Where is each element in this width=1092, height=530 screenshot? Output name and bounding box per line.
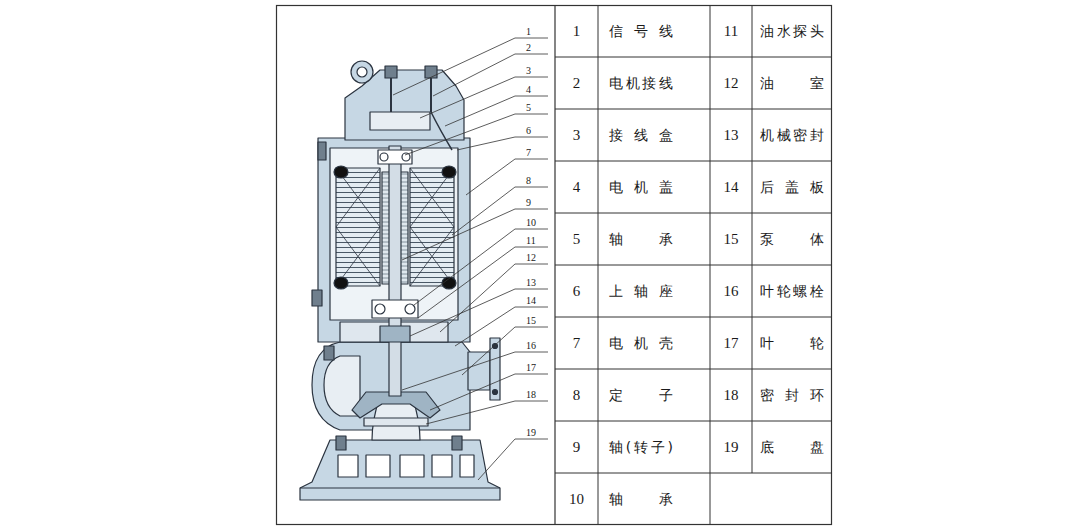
callout-number: 19 [526,427,536,439]
callout-number: 1 [526,26,531,38]
callout-number: 15 [526,315,536,327]
callout-number: 9 [526,197,531,209]
callout-number: 16 [526,340,536,352]
table-number: 8 [555,369,598,421]
table-number: 9 [555,421,598,473]
table-number: 15 [710,213,752,265]
callout-number: 3 [526,65,531,77]
part-name: 电机接线 [609,57,673,109]
table-number: 2 [555,57,598,109]
table-number: 6 [555,265,598,317]
table-number: 19 [710,421,752,473]
table-number: 1 [555,5,598,57]
callout-number: 12 [526,252,536,264]
part-name: 后盖板 [760,161,824,213]
table-number: 5 [555,213,598,265]
callout-number: 7 [526,147,531,159]
part-name: 油室 [760,57,824,109]
part-name: 泵体 [760,213,824,265]
callout-number: 10 [526,217,536,229]
part-name: 定子 [609,369,673,421]
part-name: 接线盒 [609,109,673,161]
part-name: 叶轮 [760,317,824,369]
table-number: 14 [710,161,752,213]
callout-number: 13 [526,277,536,289]
table-number: 3 [555,109,598,161]
table-number: 7 [555,317,598,369]
table-number: 11 [710,5,752,57]
table-number: 17 [710,317,752,369]
callout-number: 2 [526,42,531,54]
table-number: 18 [710,369,752,421]
callout-number: 14 [526,295,536,307]
callout-number: 6 [526,125,531,137]
part-name: 轴承 [609,213,673,265]
part-name: 密封环 [760,369,824,421]
callout-number: 18 [526,389,536,401]
callout-number: 11 [526,235,536,247]
callout-number: 17 [526,362,536,374]
callout-number: 8 [526,175,531,187]
part-name: 机械密封 [760,109,824,161]
table-number: 12 [710,57,752,109]
part-name: 信号线 [609,5,673,57]
callout-number: 4 [526,84,531,96]
part-name: 上轴座 [609,265,673,317]
part-name: 叶轮螺栓 [760,265,824,317]
part-name: 电机盖 [609,161,673,213]
table-number: 13 [710,109,752,161]
part-name: 轴(转子) [609,421,673,473]
part-name: 底盘 [760,421,824,473]
part-name: 轴承 [609,473,673,525]
table-number: 4 [555,161,598,213]
part-name: 电机壳 [609,317,673,369]
table-number: 16 [710,265,752,317]
callout-number: 5 [526,102,531,114]
table-number: 10 [555,473,598,525]
part-name: 油水探头 [760,5,824,57]
